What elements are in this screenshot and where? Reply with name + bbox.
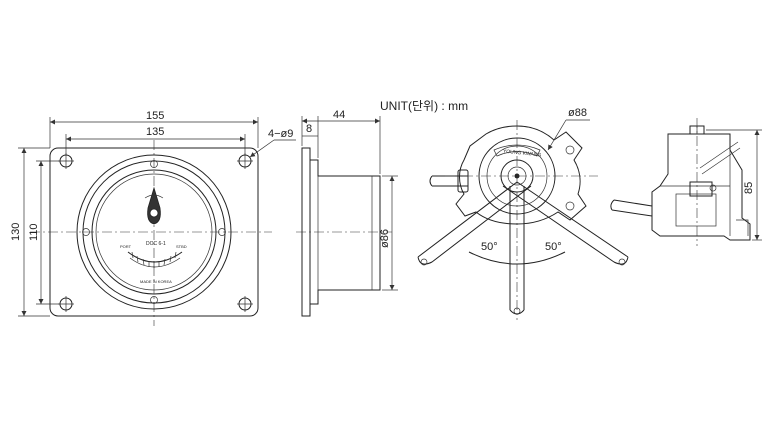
- angle-arc: [468, 251, 566, 265]
- side-body: [310, 159, 381, 305]
- svg-text:135: 135: [146, 126, 164, 138]
- dial-pointer: [144, 186, 164, 225]
- cable: [429, 175, 468, 187]
- dial-model: DOC 6-1: [146, 241, 166, 247]
- svg-text:130: 130: [10, 223, 22, 241]
- mounting-holes: [58, 153, 253, 312]
- inner-block: [689, 181, 713, 197]
- unit-label: UNIT(단위) : mm: [380, 99, 468, 113]
- dial-label-port: PORT: [120, 244, 132, 249]
- angle-left: 50°: [481, 241, 498, 253]
- rear-housing: [455, 125, 587, 225]
- name-plate: [493, 144, 541, 157]
- svg-text:110: 110: [28, 223, 40, 241]
- dim-height-inner: 110: [28, 160, 60, 305]
- svg-text:155: 155: [146, 110, 164, 122]
- rear-view: 50° 50° YOUNG KWANG ø88: [417, 107, 629, 320]
- inner-mechanism: [675, 193, 717, 227]
- svg-text:8: 8: [306, 123, 312, 135]
- front-view: PORT STBD DOC 6-1 MADE IN KOREA 155 135 …: [10, 110, 296, 326]
- dim-depth: 44: [302, 109, 381, 174]
- svg-text:85: 85: [743, 182, 755, 194]
- dim-width-outer: 155: [49, 110, 259, 148]
- dim-height-outer: 130: [10, 147, 50, 317]
- dim-rear-diameter: ø88: [547, 107, 590, 151]
- right-body: [651, 133, 751, 241]
- dim-body-diameter: ø86: [379, 175, 398, 291]
- angle-right: 50°: [545, 241, 562, 253]
- right-cable: [610, 199, 653, 217]
- svg-text:ø88: ø88: [568, 107, 587, 119]
- swing-arms: [417, 181, 629, 315]
- side-view: 8 44 ø86: [296, 109, 398, 317]
- dial-scale: [127, 251, 183, 268]
- svg-text:ø86: ø86: [379, 229, 391, 248]
- svg-text:44: 44: [333, 109, 345, 121]
- dim-right-height: 85: [706, 129, 762, 241]
- dial-origin: MADE IN KOREA: [140, 279, 172, 284]
- right-view: 85: [610, 118, 762, 246]
- plate-text: YOUNG KWANG: [503, 149, 542, 159]
- dim-width-inner: 135: [65, 126, 246, 155]
- svg-text:4−ø9: 4−ø9: [268, 128, 293, 140]
- hole-callout: 4−ø9: [249, 128, 296, 158]
- dial-label-stbd: STBD: [176, 244, 187, 249]
